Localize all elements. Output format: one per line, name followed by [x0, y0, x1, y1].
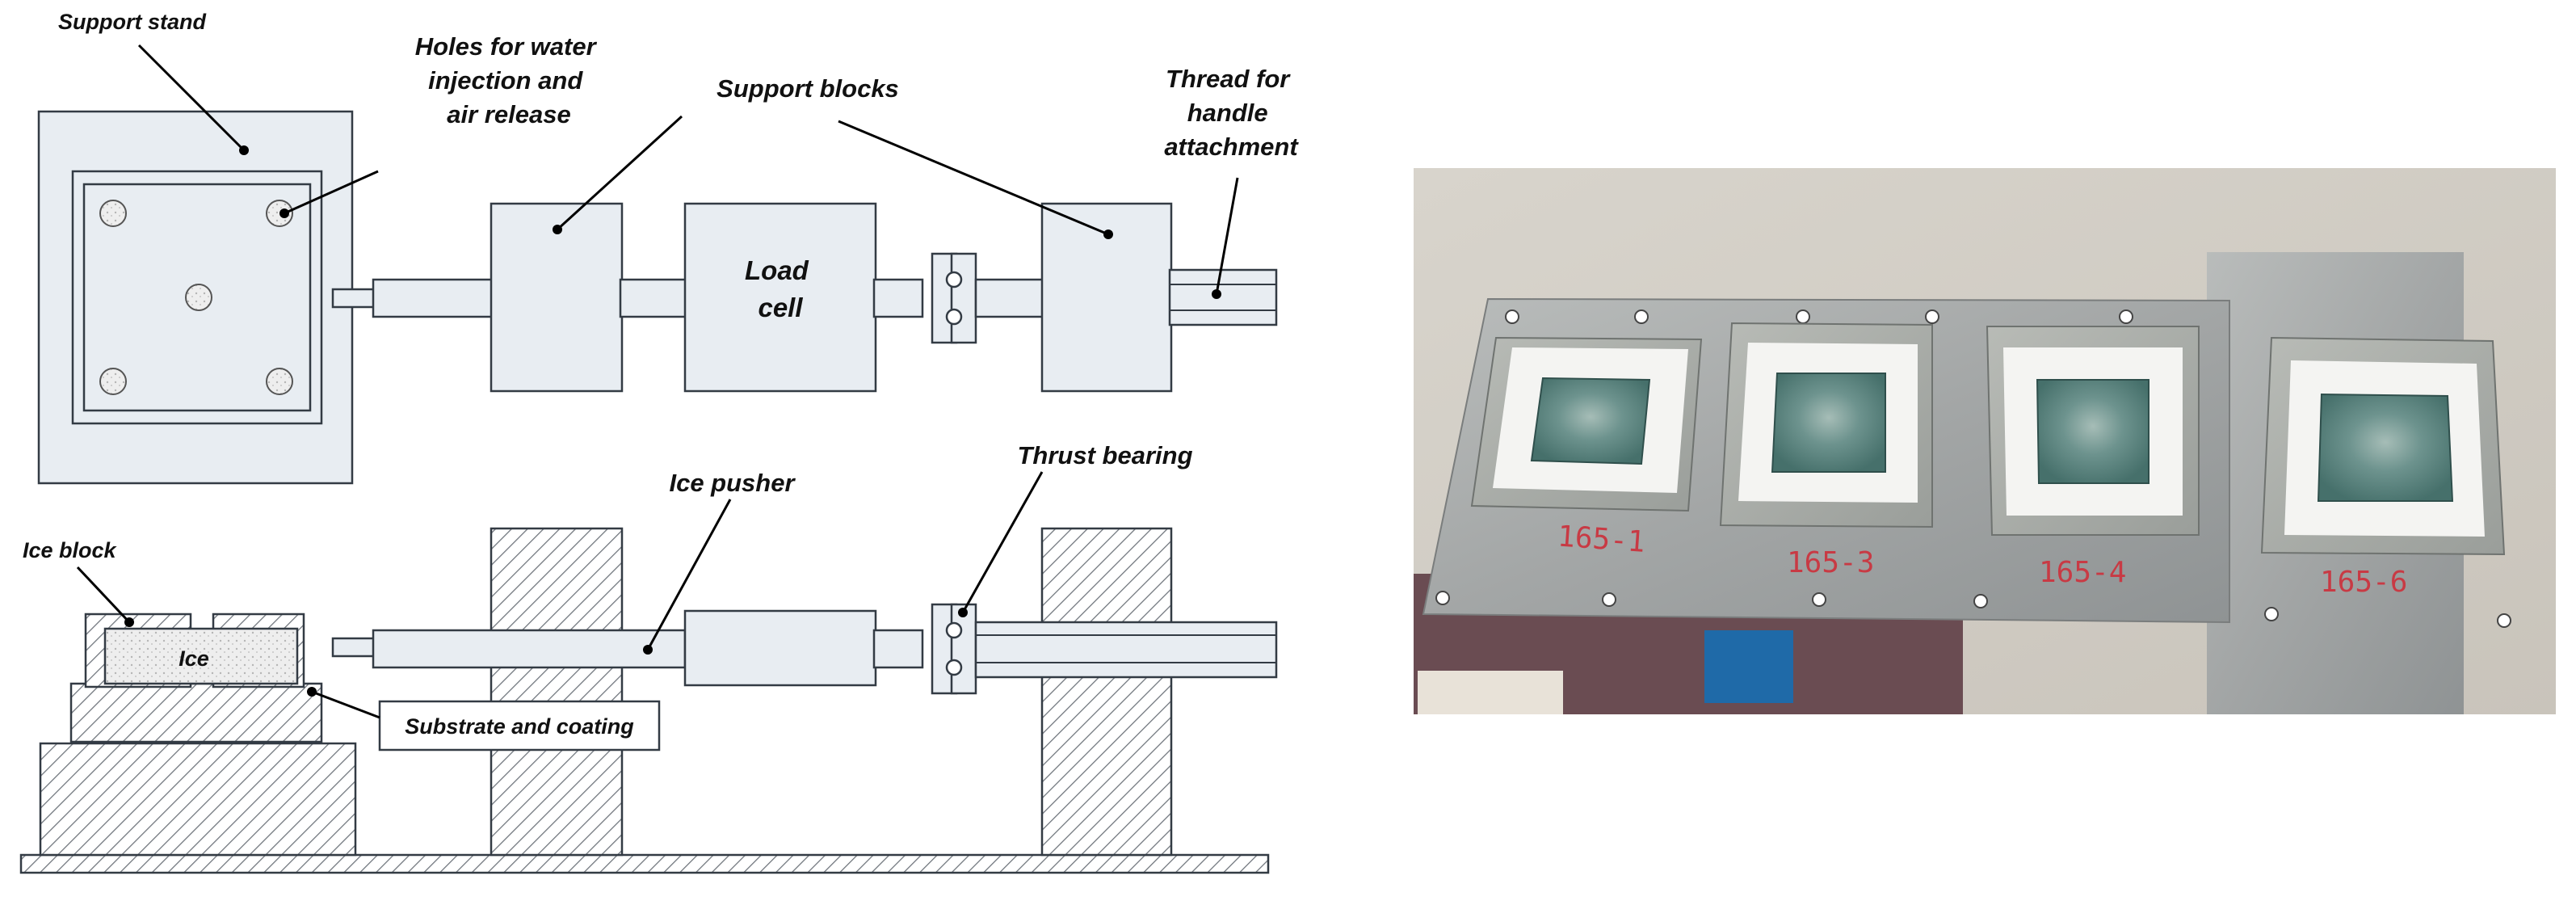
sample-6: 165-6	[2260, 336, 2506, 599]
label-support-stand: Support stand	[58, 10, 206, 34]
shaft-segment	[872, 629, 924, 669]
side-view	[19, 527, 1278, 874]
sample-label: 165-6	[2320, 566, 2407, 599]
sample-label: 165-1	[1557, 520, 1646, 558]
mold-frame-outer	[71, 170, 323, 425]
sample-1: 165-1	[1470, 336, 1703, 559]
support-block-left	[490, 202, 624, 393]
label-substrate: Substrate and coating	[405, 714, 634, 739]
label-thrust-bearing: Thrust bearing	[1017, 441, 1192, 469]
blue-box	[1704, 630, 1793, 703]
threaded-shaft-side	[974, 621, 1278, 679]
thrust-bearing-side	[931, 603, 977, 695]
thrust-bearing-top	[931, 252, 977, 344]
leader-dot	[239, 145, 249, 155]
diagram-labels: Support stand Holes for water injection …	[23, 10, 1299, 739]
hole-icon	[185, 284, 212, 311]
substrate-and-coating	[69, 682, 323, 743]
label-ice-block: Ice block	[23, 538, 118, 562]
leader-dot	[307, 687, 317, 697]
threaded-shaft	[1168, 268, 1278, 326]
mold-frame-inner	[82, 183, 312, 412]
ice-pusher-rod	[372, 629, 687, 669]
leader-lines	[76, 44, 1239, 719]
shaft-segment	[974, 278, 1045, 318]
sample-label: 165-3	[1787, 546, 1874, 579]
support-block-left-side	[490, 527, 624, 857]
substrate-label-box	[378, 700, 661, 752]
shaft-stub	[331, 288, 376, 309]
leader-dot	[643, 645, 653, 655]
leader-support-block-left	[556, 115, 683, 231]
leader-dot	[279, 208, 289, 218]
background-clutter	[1418, 671, 1563, 714]
top-view	[37, 110, 1278, 485]
label-load-cell: Load cell	[745, 255, 816, 322]
leader-support-block-right	[838, 120, 1109, 236]
leader-holes	[284, 170, 379, 215]
leader-support-stand	[137, 44, 246, 152]
pusher-tip	[331, 637, 376, 658]
leader-thrust-bearing	[961, 471, 1044, 613]
shaft-segment	[872, 278, 924, 318]
ice-block	[103, 627, 299, 685]
hole-icon	[99, 368, 127, 395]
hole-icon	[266, 368, 293, 395]
sample-3: 165-3	[1719, 322, 1933, 579]
leader-dot	[124, 617, 134, 627]
leader-ice-pusher	[646, 499, 732, 650]
shaft-segment	[372, 278, 494, 318]
leader-thread	[1215, 177, 1239, 295]
label-holes: Holes for water injection and air releas…	[415, 32, 603, 128]
leader-dot	[958, 608, 968, 617]
label-ice: Ice	[179, 646, 209, 671]
shaft-segment	[619, 278, 688, 318]
label-support-blocks: Support blocks	[716, 74, 899, 103]
sample-4: 165-4	[1986, 326, 2200, 589]
load-cell-side	[683, 609, 877, 687]
leader-dot	[1103, 229, 1113, 239]
leader-ice-block	[76, 566, 131, 624]
load-cell	[683, 202, 877, 393]
label-ice-pusher: Ice pusher	[669, 469, 796, 497]
stand-base	[39, 742, 357, 857]
leader-dot	[553, 225, 562, 234]
base-rail	[19, 853, 1270, 874]
support-block-right-side	[1040, 527, 1173, 857]
leader-dot	[1212, 289, 1221, 299]
hole-icon	[99, 200, 127, 227]
leader-substrate	[311, 690, 380, 719]
sample-label: 165-4	[2039, 556, 2126, 589]
sample-photo: 165-1 165-3 165-4 165-6	[1414, 168, 2556, 714]
label-thread: Thread for handle attachment	[1164, 65, 1299, 161]
